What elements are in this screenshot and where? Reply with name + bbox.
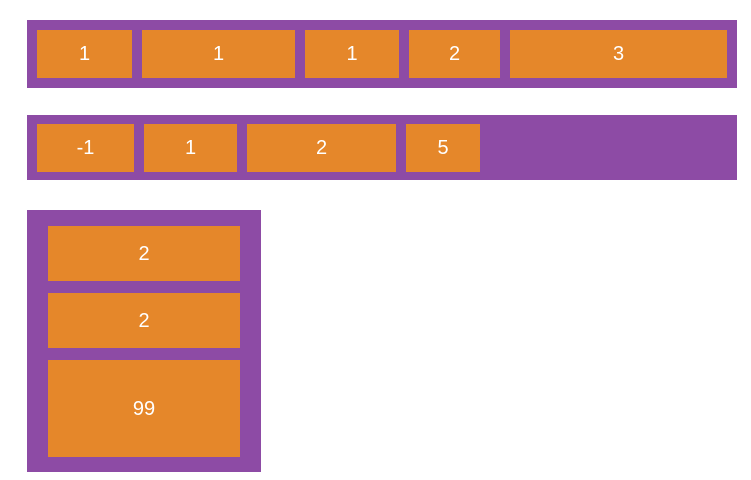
flex-item: 2 <box>48 293 240 348</box>
flex-item-label: 3 <box>612 43 625 65</box>
flex-container-column-1: 2 2 99 <box>27 210 261 472</box>
flex-item: 99 <box>48 360 240 457</box>
flex-item-label: 5 <box>437 136 449 159</box>
flex-container-row-1: 1 1 1 2 3 <box>27 20 737 88</box>
flex-item-label: 2 <box>138 242 150 265</box>
flex-item-label: 2 <box>448 43 461 65</box>
flex-item: 3 <box>510 30 727 78</box>
flex-item: 1 <box>305 30 399 78</box>
flex-container-row-2: -1 1 2 5 <box>27 115 737 180</box>
flex-item-label: 2 <box>315 136 328 159</box>
flex-item-label: 1 <box>184 136 197 159</box>
flex-item-label: 1 <box>78 43 91 65</box>
flex-item: 2 <box>48 226 240 281</box>
flex-item: -1 <box>37 123 134 172</box>
flex-item-label: 1 <box>346 43 358 65</box>
flex-item: 1 <box>144 123 237 172</box>
flex-item: 1 <box>142 30 295 78</box>
flex-item-label: 2 <box>138 309 150 332</box>
flex-item-label: -1 <box>76 136 95 159</box>
flex-item: 2 <box>409 30 500 78</box>
flex-item: 5 <box>406 123 480 172</box>
flex-item-label: 99 <box>132 397 156 420</box>
flex-item: 1 <box>37 30 132 78</box>
flex-item: 2 <box>247 123 396 172</box>
flex-item-label: 1 <box>212 43 225 65</box>
